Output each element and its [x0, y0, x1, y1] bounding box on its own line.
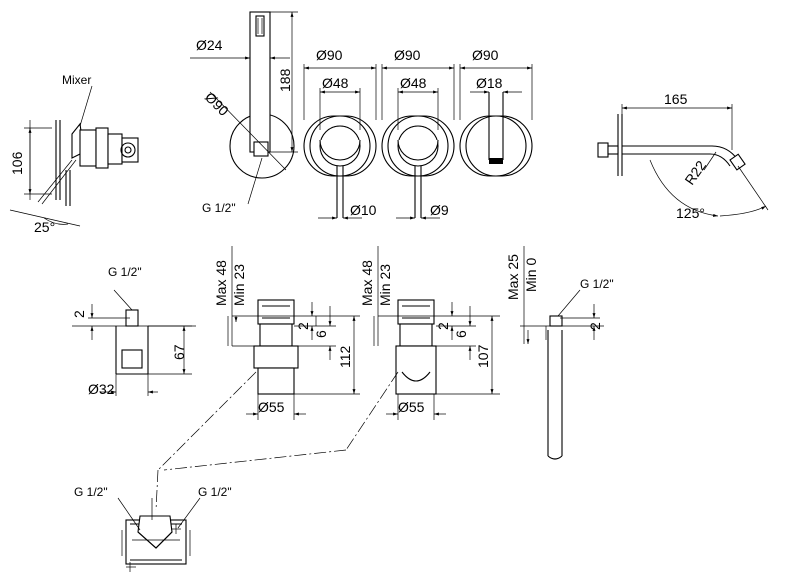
- mixer-label: Mixer: [62, 73, 91, 87]
- dim-r22: R22: [681, 157, 709, 187]
- g12-spout-label: G 1/2": [580, 277, 614, 291]
- min23-b: Min 23: [377, 264, 393, 306]
- g12-bottom-right-label: G 1/2": [198, 485, 232, 499]
- dim-188: 188: [277, 68, 293, 92]
- top-dim-d90-a: Ø90: [316, 47, 343, 63]
- spout-section: Max 25 Min 0 G 1/2" 2: [505, 246, 614, 460]
- top-dim-d18: Ø18: [476, 75, 503, 91]
- dim-2-spout: 2: [587, 322, 603, 330]
- dim-d90-hand: Ø90: [202, 89, 232, 119]
- valve-plate-a: Ø90 Ø48 Ø10: [303, 47, 377, 220]
- mixer-side-view: Mixer 106 25°: [9, 73, 139, 235]
- top-dim-d48-b: Ø48: [400, 75, 427, 91]
- g12-bottom-left-label: G 1/2": [74, 485, 108, 499]
- g12-hand-label: G 1/2": [202, 201, 236, 215]
- dim-125-degrees: 125°: [676, 205, 705, 221]
- dim-d24: Ø24: [196, 37, 223, 53]
- dim-d32: Ø32: [88, 381, 115, 397]
- top-dim-d90-b: Ø90: [394, 47, 421, 63]
- hand-shower-view: Ø24 Ø90 188 G 1/2": [190, 11, 298, 215]
- dim-6-b: 6: [453, 330, 469, 338]
- connection-lines: [155, 371, 399, 511]
- dim-2-b: 2: [435, 322, 451, 330]
- top-dim-d90-c: Ø90: [472, 47, 499, 63]
- min23-a: Min 23: [231, 264, 247, 306]
- dim-67: 67: [171, 344, 187, 360]
- body-b-section: Max 48 Min 23 2 6 107 Ø55: [359, 246, 500, 420]
- diverter-detail: G 1/2" G 1/2": [74, 485, 232, 572]
- dim-106: 106: [9, 151, 25, 175]
- dim-25-degrees: 25°: [34, 219, 55, 235]
- dim-112: 112: [337, 345, 353, 368]
- dim-2-a: 2: [295, 322, 311, 330]
- max25: Max 25: [505, 254, 521, 300]
- top-dim-d48-a: Ø48: [322, 75, 349, 91]
- spout-side-view: 165 R22 125°: [597, 91, 769, 221]
- top-dim-d9: Ø9: [430, 202, 449, 218]
- dim-165: 165: [664, 91, 688, 107]
- dim-107: 107: [475, 344, 491, 368]
- dim-d55-b: Ø55: [398, 399, 425, 415]
- dim-d55-a: Ø55: [258, 399, 285, 415]
- body-a-section: Max 48 Min 23 2 6 112 Ø55: [213, 246, 360, 420]
- dim-6-a: 6: [313, 330, 329, 338]
- g12-left-label: G 1/2": [108, 265, 142, 279]
- valve-plate-b: Ø90 Ø48 Ø9: [381, 47, 455, 220]
- spout-plate-c: Ø90 Ø18: [459, 47, 533, 177]
- min0: Min 0: [523, 258, 539, 292]
- diverter-side-view: G 1/2" 2 67 Ø32: [71, 265, 196, 397]
- max48-b: Max 48: [359, 260, 375, 306]
- max48-a: Max 48: [213, 260, 229, 306]
- top-dim-d10: Ø10: [350, 202, 377, 218]
- dim-2-left: 2: [71, 310, 87, 318]
